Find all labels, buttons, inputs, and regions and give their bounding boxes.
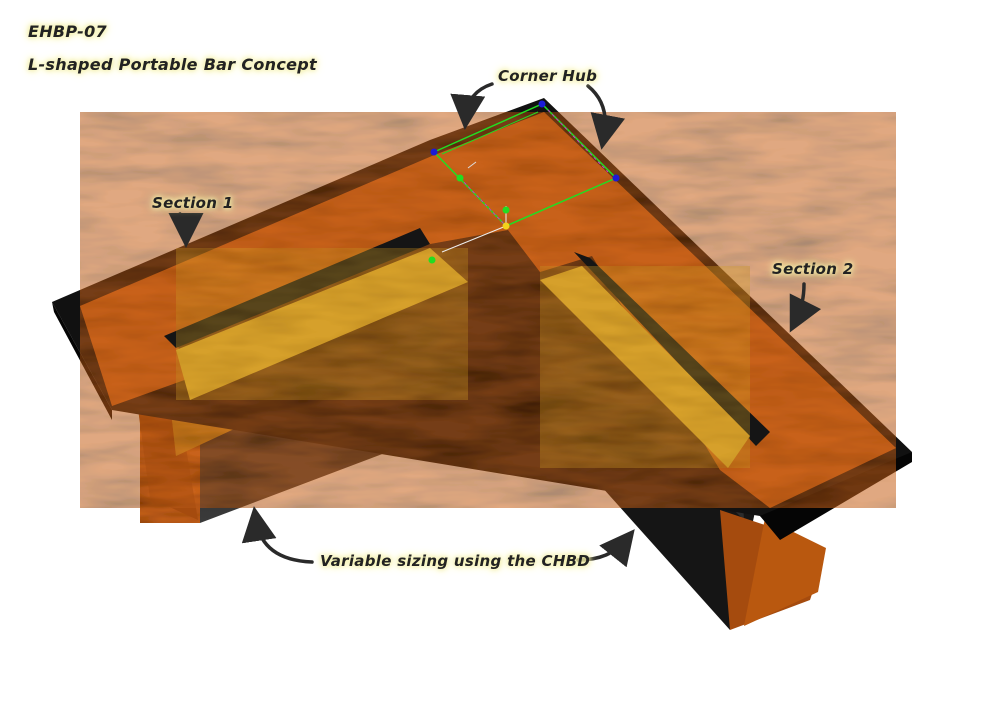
corner-hub-gizmo — [428, 100, 620, 264]
inner-lips — [164, 228, 770, 446]
arrow-section-2 — [789, 282, 822, 333]
arrow-variable-left — [241, 506, 314, 564]
callout-arrows — [168, 82, 822, 568]
diagram-code: EHBP-07 — [28, 22, 107, 41]
callout-section-1: Section 1 — [152, 194, 234, 212]
diagram-title: L-shaped Portable Bar Concept — [28, 55, 318, 74]
callout-section-2: Section 2 — [772, 260, 854, 278]
arrow-section-1 — [168, 212, 204, 248]
work-surfaces — [176, 248, 750, 468]
arrow-corner-hub-right — [586, 84, 626, 150]
arrow-variable-right — [576, 529, 635, 568]
callout-variable-sizing: Variable sizing using the CHBD — [320, 552, 591, 570]
arrow-corner-hub-left — [450, 82, 494, 130]
callout-corner-hub: Corner Hub — [498, 67, 598, 85]
